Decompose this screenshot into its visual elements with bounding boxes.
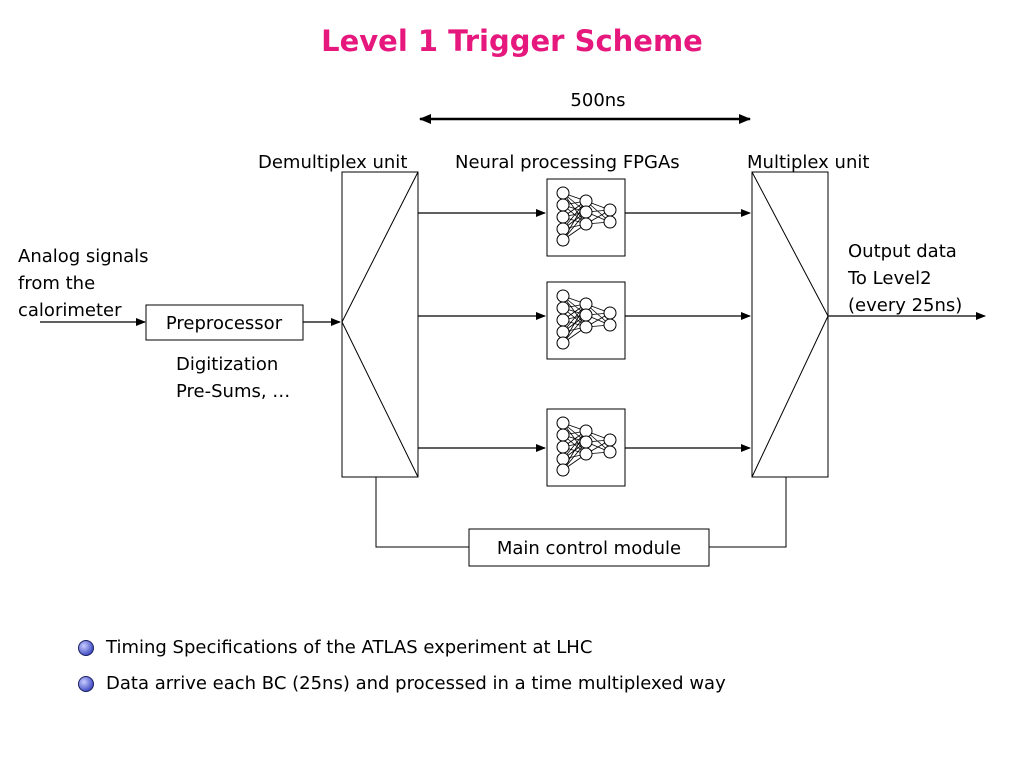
output-label-line3: (every 25ns): [848, 295, 962, 316]
output-label-line1: Output data: [848, 241, 957, 262]
input-label-line1: Analog signals: [18, 246, 149, 267]
demux-control-link: [375, 477, 469, 548]
control-module-label: Main control module: [497, 538, 681, 559]
bullet-item: Data arrive each BC (25ns) and processed…: [78, 670, 726, 706]
bullet-icon: [78, 676, 94, 692]
timing-label: 500ns: [570, 90, 625, 111]
demux-label: Demultiplex unit: [258, 152, 407, 173]
fpga-box-1: [546, 178, 626, 257]
input-label-line3: calorimeter: [18, 300, 122, 321]
output-label-line2: To Level2: [847, 268, 932, 289]
bullet-text: Timing Specifications of the ATLAS exper…: [106, 637, 593, 658]
bullet-icon: [78, 640, 94, 656]
mux-control-link: [709, 477, 787, 548]
neural-label: Neural processing FPGAs: [455, 152, 680, 173]
bullet-list: Timing Specifications of the ATLAS exper…: [78, 634, 726, 706]
control-module-box: [468, 528, 710, 567]
prep-desc-line2: Pre-Sums, …: [176, 381, 290, 402]
mux-unit: [751, 171, 829, 478]
bullet-item: Timing Specifications of the ATLAS exper…: [78, 634, 726, 670]
prep-desc-line1: Digitization: [176, 354, 278, 375]
fpga-box-3: [546, 408, 626, 487]
bullet-text: Data arrive each BC (25ns) and processed…: [106, 673, 726, 694]
slide-title: Level 1 Trigger Scheme: [321, 24, 703, 58]
input-label-line2: from the: [18, 273, 95, 294]
demux-unit: [341, 171, 419, 478]
preprocessor-label: Preprocessor: [166, 313, 283, 334]
fpga-box-2: [546, 281, 626, 360]
mux-label: Multiplex unit: [747, 152, 869, 173]
